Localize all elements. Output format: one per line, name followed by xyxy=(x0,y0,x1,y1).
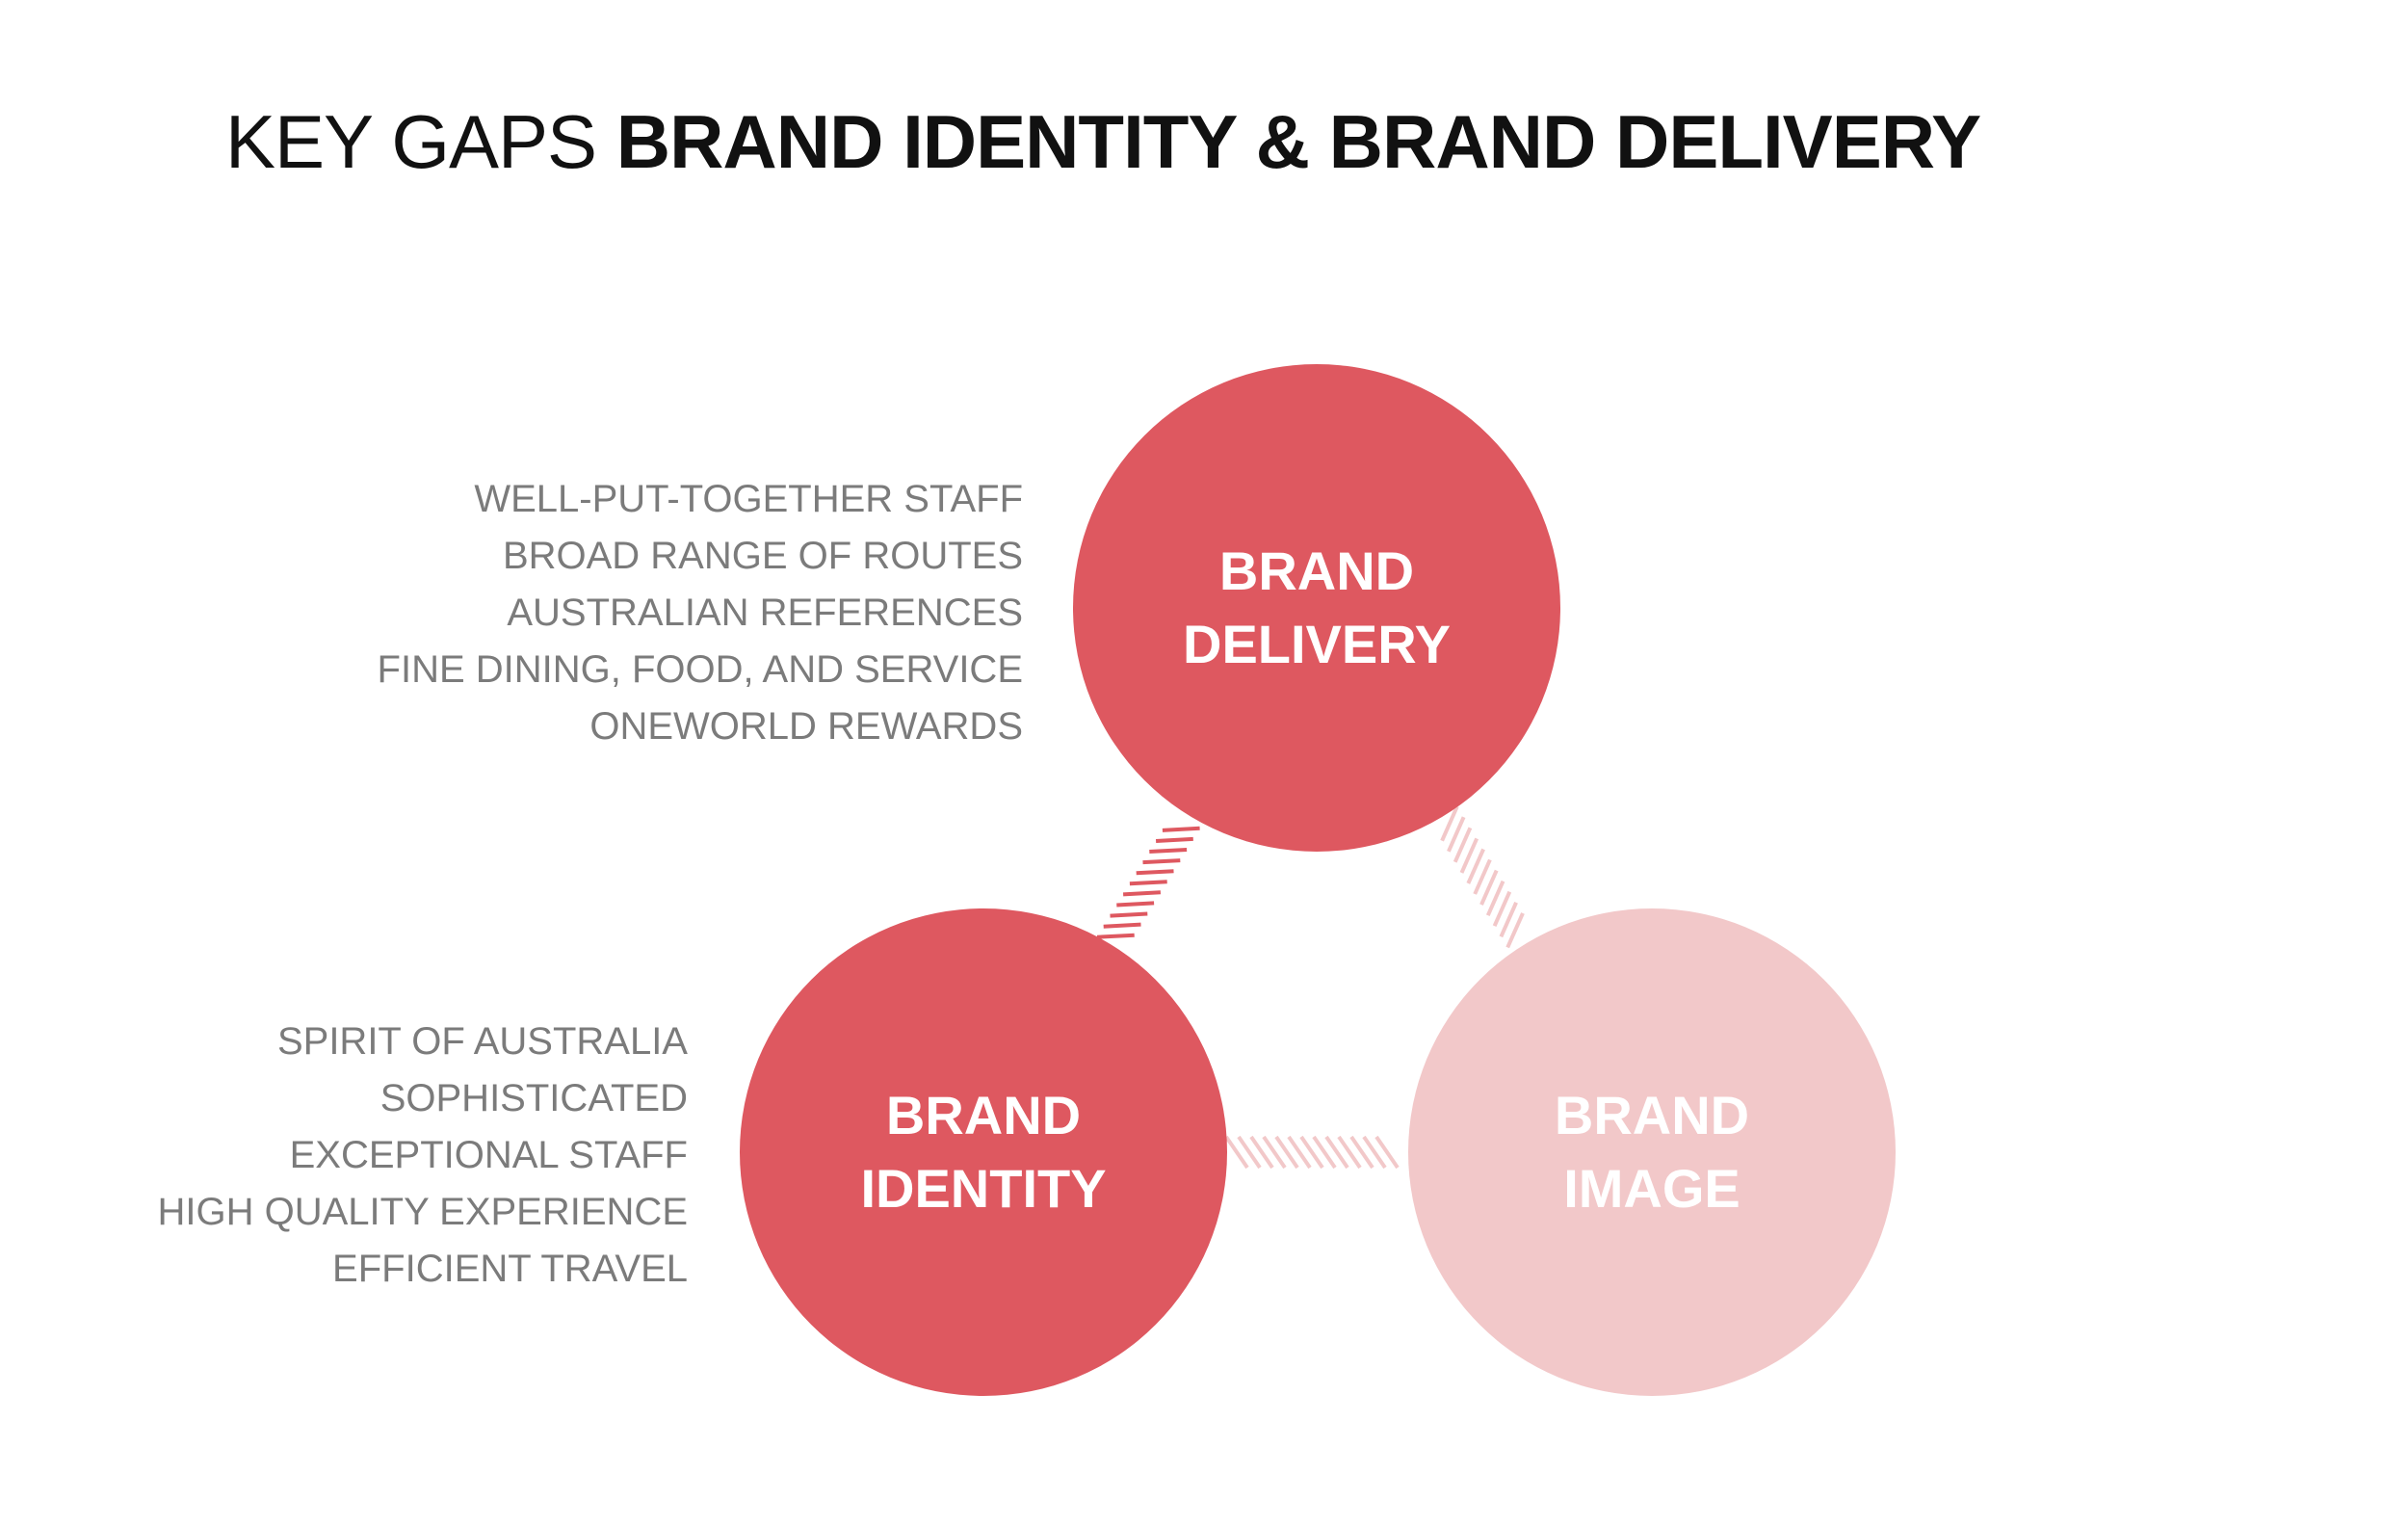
brand-delivery-label-line2: DELIVERY xyxy=(1183,614,1451,674)
connector-hatch xyxy=(1129,880,1167,886)
delivery-attribute: AUSTRALIAN REFERENCES xyxy=(507,592,1023,634)
title-emphasis: BRAND IDENTITY & BRAND DELIVERY xyxy=(615,99,1981,184)
delivery-attributes-list: WELL-PUT-TOGETHER STAFF BROAD RANGE OF R… xyxy=(378,471,1023,755)
identity-attribute: SPIRIT OF AUSTRALIA xyxy=(276,1020,688,1063)
identity-attribute: SOPHISTICATED xyxy=(380,1077,688,1119)
connector-hatch xyxy=(1479,869,1499,906)
delivery-attribute: ONEWORLD REWARDS xyxy=(589,705,1023,748)
connector-hatch xyxy=(1337,1135,1362,1170)
connector-identity-delivery xyxy=(1096,826,1200,939)
title-prefix: KEY GAPS xyxy=(225,99,597,184)
connector-hatch xyxy=(1136,869,1174,876)
connector-hatch xyxy=(1324,1135,1349,1170)
connector-hatch xyxy=(1155,836,1193,843)
connector-hatch xyxy=(1492,890,1512,928)
identity-attributes-list: SPIRIT OF AUSTRALIA SOPHISTICATED EXCEPT… xyxy=(157,1013,688,1298)
connector-identity-image xyxy=(1224,1135,1400,1170)
connector-hatch xyxy=(1237,1135,1262,1170)
connector-hatch xyxy=(1110,911,1148,918)
connector-hatch xyxy=(1505,912,1525,949)
delivery-attribute: WELL-PUT-TOGETHER STAFF xyxy=(474,478,1023,520)
connector-hatch xyxy=(1116,901,1155,908)
connector-hatch xyxy=(1466,848,1485,884)
connector-hatch xyxy=(1362,1135,1387,1170)
connector-hatch xyxy=(1447,816,1466,853)
brand-delivery-circle: BRAND DELIVERY xyxy=(1073,364,1560,852)
connector-hatch xyxy=(1299,1135,1324,1170)
page-title: KEY GAPS BRAND IDENTITY & BRAND DELIVERY xyxy=(225,89,1981,195)
brand-image-label-line1: BRAND xyxy=(1554,1085,1750,1145)
delivery-attribute: BROAD RANGE OF ROUTES xyxy=(502,535,1023,577)
connector-hatch xyxy=(1149,848,1188,854)
connector-hatch xyxy=(1287,1135,1312,1170)
connector-delivery-image xyxy=(1440,805,1525,949)
connector-hatch xyxy=(1274,1135,1299,1170)
connector-hatch xyxy=(1499,901,1518,938)
connector-hatch xyxy=(1374,1135,1400,1170)
connector-hatch xyxy=(1349,1135,1374,1170)
brand-image-label-line2: IMAGE xyxy=(1563,1158,1741,1219)
brand-image-circle: BRAND IMAGE xyxy=(1408,908,1896,1396)
connector-hatch xyxy=(1103,922,1141,929)
brand-identity-label-line2: IDENTITY xyxy=(860,1158,1107,1219)
connector-hatch xyxy=(1096,933,1135,939)
connector-hatch xyxy=(1485,880,1505,917)
connector-hatch xyxy=(1262,1135,1287,1170)
brand-identity-label-line1: BRAND xyxy=(885,1085,1082,1145)
delivery-attribute: FINE DINING, FOOD, AND SERVICE xyxy=(377,648,1023,691)
connector-hatch xyxy=(1249,1135,1274,1170)
identity-attribute: HIGH QUALITY EXPERIENCE xyxy=(157,1191,688,1233)
identity-attribute: EXCEPTIONAL STAFF xyxy=(289,1134,688,1176)
connector-hatch xyxy=(1453,827,1473,863)
connector-hatch xyxy=(1224,1135,1249,1170)
connector-hatch xyxy=(1142,858,1181,865)
identity-attribute: EFFICIENT TRAVEL xyxy=(332,1248,688,1290)
brand-identity-circle: BRAND IDENTITY xyxy=(740,908,1227,1396)
connector-hatch xyxy=(1459,837,1479,874)
connector-hatch xyxy=(1312,1135,1337,1170)
connector-hatch xyxy=(1440,805,1459,842)
connector-hatch xyxy=(1162,826,1200,832)
connector-hatch xyxy=(1473,858,1492,895)
brand-delivery-label-line1: BRAND xyxy=(1218,540,1415,601)
connector-hatch xyxy=(1122,890,1162,897)
